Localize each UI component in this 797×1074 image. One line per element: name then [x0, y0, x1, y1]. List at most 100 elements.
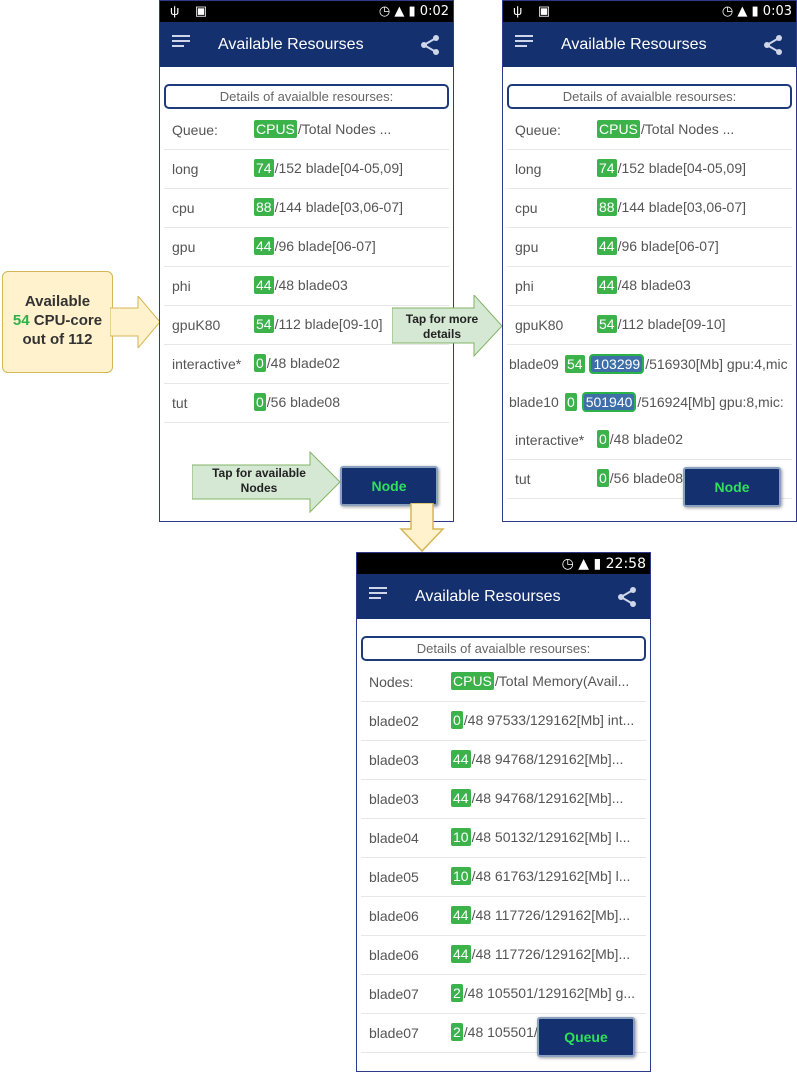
list-header: Queue: CPUS/Total Nodes ...: [164, 111, 449, 150]
node-info: /48 94768/129162[Mb]...: [471, 790, 624, 806]
app-bar: Available Resourses: [503, 22, 796, 67]
node-name: blade10: [509, 394, 559, 410]
cpus-chip: CPUS: [254, 120, 297, 138]
screen-queues: ψ ▣ ◷ ▲ ▮ 0:02 Available Resourses Detai…: [159, 0, 454, 522]
queue-info: /96 blade[06-07]: [617, 238, 719, 254]
node-info: /48 105501/129162[Mb] g...: [463, 985, 636, 1001]
queue-name: cpu: [515, 200, 538, 216]
status-time: ◷ ▲ ▮ 0:03: [721, 4, 792, 19]
queue-info: /152 blade[04-05,09]: [617, 160, 747, 176]
available-chip: 44: [451, 906, 471, 924]
available-chip: 10: [451, 828, 471, 846]
node-name: blade03: [369, 752, 419, 768]
app-title: Available Resourses: [218, 36, 364, 53]
available-chip: 44: [451, 789, 471, 807]
available-chip: 44: [254, 276, 274, 294]
status-bar: ψ ▣ ◷ ▲ ▮ 0:03: [503, 1, 796, 22]
node-name: blade07: [369, 1025, 419, 1041]
queue-info: /144 blade[03,06-07]: [274, 199, 404, 215]
share-icon[interactable]: [419, 34, 441, 56]
usb-icon: ψ ▣: [513, 3, 557, 18]
node-info: /48 117726/129162[Mb]...: [471, 907, 631, 923]
available-chip: 44: [451, 945, 471, 963]
available-chip: 88: [254, 198, 274, 216]
list-header: Queue: CPUS/Total Nodes ...: [507, 111, 792, 150]
header-rest: /Total Memory(Avail...: [494, 673, 630, 689]
node-info: /516924[Mb] gpu:8,mic:: [637, 394, 784, 410]
list-item[interactable]: interactive*0/48 blade02: [507, 421, 792, 460]
queue-info: /96 blade[06-07]: [274, 238, 376, 254]
menu-icon[interactable]: [172, 35, 190, 53]
menu-icon[interactable]: [515, 35, 533, 53]
queue-info: /56 blade08: [266, 394, 340, 410]
available-chip: 54: [565, 355, 585, 373]
node-name: blade04: [369, 830, 419, 846]
tap-nodes-label: Tap for available Nodes: [196, 466, 322, 496]
available-cpu-callout: Available 54 CPU-core out of 112: [2, 271, 113, 373]
queue-name: long: [172, 161, 199, 177]
available-chip: 2: [451, 984, 463, 1002]
status-bar: ◷ ▲ ▮ 22:58: [357, 553, 650, 574]
app-title: Available Resourses: [561, 36, 707, 53]
node-info: /516930[Mb] gpu:4,mic: [645, 356, 788, 372]
queue-info: /48 blade02: [609, 431, 683, 447]
app-bar: Available Resourses: [357, 574, 650, 619]
available-chip: 44: [597, 276, 617, 294]
queue-button[interactable]: Queue: [537, 1017, 635, 1057]
node-name: blade02: [369, 713, 419, 729]
list-item[interactable]: interactive*0/48 blade02: [164, 345, 449, 384]
available-chip: 2: [451, 1023, 463, 1041]
queue-name: phi: [515, 278, 534, 294]
queue-name: interactive*: [515, 432, 585, 448]
node-button[interactable]: Node: [340, 466, 438, 506]
memory-chip: 103299: [589, 354, 645, 374]
share-icon[interactable]: [762, 34, 784, 56]
queue-name: phi: [172, 278, 191, 294]
list-item[interactable]: blade06 44/48 117726/129162[Mb]...: [361, 897, 646, 936]
list-item[interactable]: long 74/152 blade[04-05,09]: [507, 150, 792, 189]
details-label: Details of avaialble resourses:: [164, 84, 449, 109]
available-chip: 74: [254, 159, 274, 177]
cpus-chip: CPUS: [597, 120, 640, 138]
node-button[interactable]: Node: [683, 467, 781, 507]
node-name: blade06: [369, 908, 419, 924]
available-chip: 74: [597, 159, 617, 177]
queue-name: long: [515, 161, 542, 177]
callout-line1: Available: [24, 293, 91, 310]
screen-nodes: ◷ ▲ ▮ 22:58 Available Resourses Details …: [356, 552, 651, 1072]
tap-nodes-arrow: [192, 451, 341, 513]
queue-name: gpu: [515, 239, 539, 255]
callout-line2-rest: CPU-core: [29, 312, 103, 329]
share-icon[interactable]: [616, 586, 638, 608]
menu-icon[interactable]: [369, 587, 387, 605]
queue-info: /112 blade[09-10]: [274, 316, 383, 332]
node-info: /48 117726/129162[Mb]...: [471, 946, 631, 962]
queue-list: Queue: CPUS/Total Nodes ... long 74/152 b…: [507, 111, 792, 499]
available-chip: 54: [254, 315, 274, 333]
details-label: Details of avaialble resourses:: [507, 84, 792, 109]
callout-line3: out of 112: [22, 331, 93, 348]
queue-name: interactive*: [172, 356, 242, 372]
callout-line2: 54 CPU-core: [3, 311, 112, 330]
app-title: Available Resourses: [415, 588, 561, 605]
details-label: Details of avaialble resourses:: [361, 636, 646, 661]
